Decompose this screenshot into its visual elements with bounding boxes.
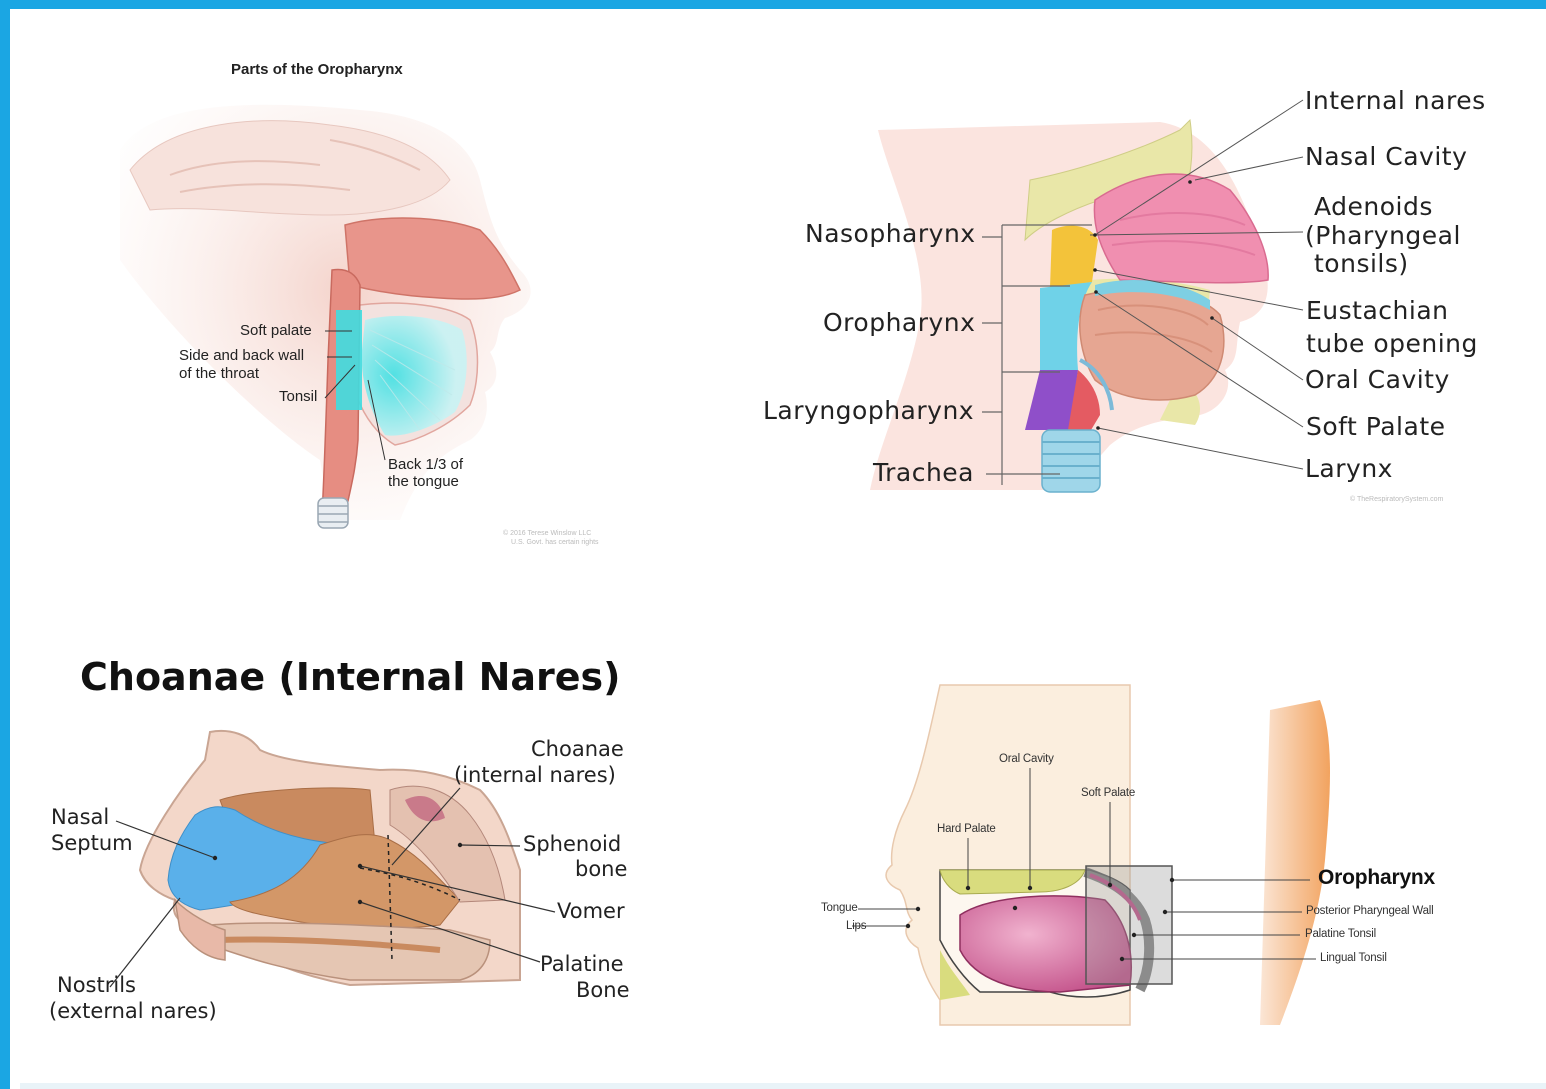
label-back-tongue-2: the tongue bbox=[388, 474, 459, 490]
oropharynx-parts-diagram: Parts of the Oropharynx Soft palate Side… bbox=[0, 0, 700, 580]
neck-skin bbox=[1260, 700, 1330, 1025]
label-tongue: Tongue bbox=[821, 902, 858, 914]
label-tonsil: Tonsil bbox=[279, 389, 317, 405]
label-vomer: Vomer bbox=[557, 900, 625, 922]
oropharynx-sagittal-illustration bbox=[800, 680, 1500, 1040]
credit-line: © TheRespiratorySystem.com bbox=[1350, 496, 1443, 504]
label-lips: Lips bbox=[846, 920, 866, 932]
label-palatine-2: Bone bbox=[576, 979, 629, 1001]
label-lingual-tonsil: Lingual Tonsil bbox=[1320, 952, 1387, 964]
bottom-band bbox=[20, 1083, 1546, 1089]
label-nasal-septum-2: Septum bbox=[51, 832, 133, 854]
oropharynx-box bbox=[1086, 866, 1172, 984]
label-eustachian-2: tube opening bbox=[1306, 331, 1478, 357]
label-nostrils-2: (external nares) bbox=[49, 1000, 217, 1022]
label-oropharynx: Oropharynx bbox=[823, 310, 975, 336]
label-sphenoid-2: bone bbox=[575, 858, 627, 880]
panel-title: Parts of the Oropharynx bbox=[231, 62, 403, 78]
label-larynx: Larynx bbox=[1305, 456, 1393, 482]
label-adenoids: Adenoids bbox=[1314, 194, 1433, 220]
label-adenoids-3: tonsils) bbox=[1314, 251, 1409, 277]
credit-line: © 2016 Terese Winslow LLC bbox=[503, 530, 591, 538]
label-soft-palate: Soft Palate bbox=[1306, 414, 1446, 440]
label-choanae: Choanae bbox=[531, 738, 624, 760]
oropharynx-highlight bbox=[336, 310, 362, 410]
label-sphenoid: Sphenoid bbox=[523, 833, 621, 855]
label-nasopharynx: Nasopharynx bbox=[805, 221, 976, 247]
label-nasal-cavity: Nasal Cavity bbox=[1305, 144, 1467, 170]
label-trachea: Trachea bbox=[873, 460, 974, 486]
label-internal-nares: Internal nares bbox=[1305, 88, 1486, 114]
label-soft-palate: Soft palate bbox=[240, 323, 312, 339]
label-posterior-wall: Posterior Pharyngeal Wall bbox=[1306, 905, 1434, 917]
panel-title: Choanae (Internal Nares) bbox=[80, 658, 621, 698]
nasal-cavity-shape bbox=[1094, 174, 1268, 283]
label-back-tongue: Back 1/3 of bbox=[388, 457, 463, 473]
pharynx-regions-diagram: Internal nares Nasal Cavity Adenoids (Ph… bbox=[740, 60, 1530, 530]
label-choanae-2: (internal nares) bbox=[454, 764, 616, 786]
label-side-back-wall: Side and back wall bbox=[179, 348, 304, 364]
label-nasal-septum: Nasal bbox=[51, 806, 109, 828]
credit-line-2: U.S. Govt. has certain rights bbox=[511, 539, 599, 547]
label-side-back-wall-2: of the throat bbox=[179, 366, 259, 382]
label-oropharynx: Oropharynx bbox=[1318, 867, 1435, 889]
label-oral-cavity: Oral Cavity bbox=[999, 753, 1054, 765]
choanae-diagram: Choanae (Internal Nares) Choanae (intern… bbox=[20, 640, 700, 1060]
label-oral-cavity: Oral Cavity bbox=[1305, 367, 1450, 393]
oropharynx-parts-illustration bbox=[0, 0, 700, 580]
oropharynx-sagittal-diagram: Oral Cavity Soft Palate Hard Palate Tong… bbox=[800, 680, 1500, 1040]
label-eustachian: Eustachian bbox=[1306, 298, 1449, 324]
label-palatine: Palatine bbox=[540, 953, 624, 975]
label-laryngopharynx: Laryngopharynx bbox=[763, 398, 974, 424]
label-soft-palate: Soft Palate bbox=[1081, 787, 1135, 799]
trachea-shape bbox=[1042, 430, 1100, 492]
label-hard-palate: Hard Palate bbox=[937, 823, 996, 835]
pharynx-regions-illustration bbox=[740, 60, 1530, 530]
label-adenoids-2: (Pharyngeal bbox=[1305, 223, 1461, 249]
label-nostrils: Nostrils bbox=[57, 974, 136, 996]
label-palatine-tonsil: Palatine Tonsil bbox=[1305, 928, 1376, 940]
